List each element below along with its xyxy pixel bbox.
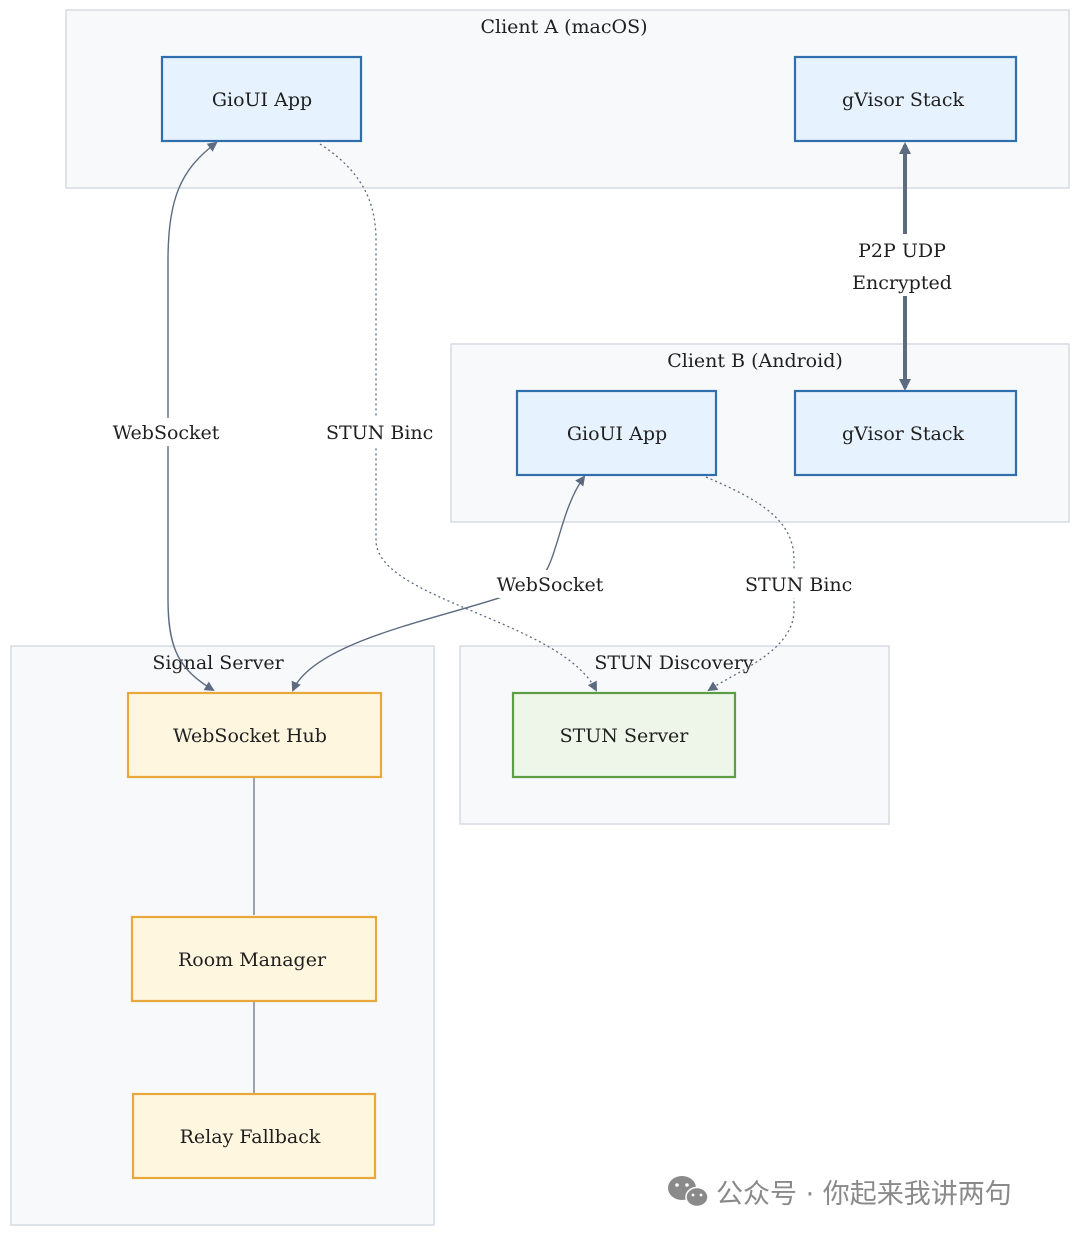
edge-label-p2p-line1: P2P UDP	[858, 240, 946, 262]
node-label: STUN Server	[560, 725, 690, 747]
node-label: gVisor Stack	[842, 423, 965, 445]
node-relay-fallback: Relay Fallback	[131, 1092, 377, 1180]
node-label: Relay Fallback	[180, 1126, 321, 1148]
node-client-b-gioui-app: GioUI App	[515, 389, 718, 477]
edge-label-websocket-b: WebSocket	[497, 574, 604, 596]
edge-websocket-client-a	[167, 141, 218, 692]
cluster-signal-server-label: Signal Server	[152, 652, 284, 674]
watermark: 公众号 · 你起来我讲两句	[668, 1176, 1012, 1210]
node-stun-server: STUN Server	[511, 691, 737, 779]
wechat-icon	[668, 1176, 709, 1208]
node-label: Room Manager	[178, 949, 327, 971]
node-label: WebSocket Hub	[173, 725, 327, 747]
cluster-stun-discovery-label: STUN Discovery	[594, 652, 754, 674]
edge-labels: WebSocket STUN Binc P2P UDP Encrypted We…	[112, 234, 958, 598]
node-websocket-hub: WebSocket Hub	[126, 691, 383, 779]
edge-label-stun-binding-b: STUN Binc	[745, 574, 852, 596]
cluster-client-a-label: Client A (macOS)	[480, 16, 647, 38]
node-label: gVisor Stack	[842, 89, 965, 111]
node-room-manager: Room Manager	[130, 915, 378, 1003]
watermark-text: 公众号 · 你起来我讲两句	[716, 1179, 1012, 1210]
edge-label-websocket-a: WebSocket	[113, 422, 220, 444]
edge-stun-binding-client-b	[705, 476, 795, 692]
node-client-a-gvisor-stack: gVisor Stack	[793, 55, 1018, 143]
edge-label-stun-binding-a: STUN Binc	[326, 422, 433, 444]
node-label: GioUI App	[212, 89, 312, 111]
node-label: GioUI App	[567, 423, 667, 445]
cluster-client-b-label: Client B (Android)	[667, 350, 843, 372]
edge-label-p2p-line2: Encrypted	[852, 272, 952, 294]
node-client-b-gvisor-stack: gVisor Stack	[793, 389, 1018, 477]
node-client-a-gioui-app: GioUI App	[160, 55, 363, 143]
